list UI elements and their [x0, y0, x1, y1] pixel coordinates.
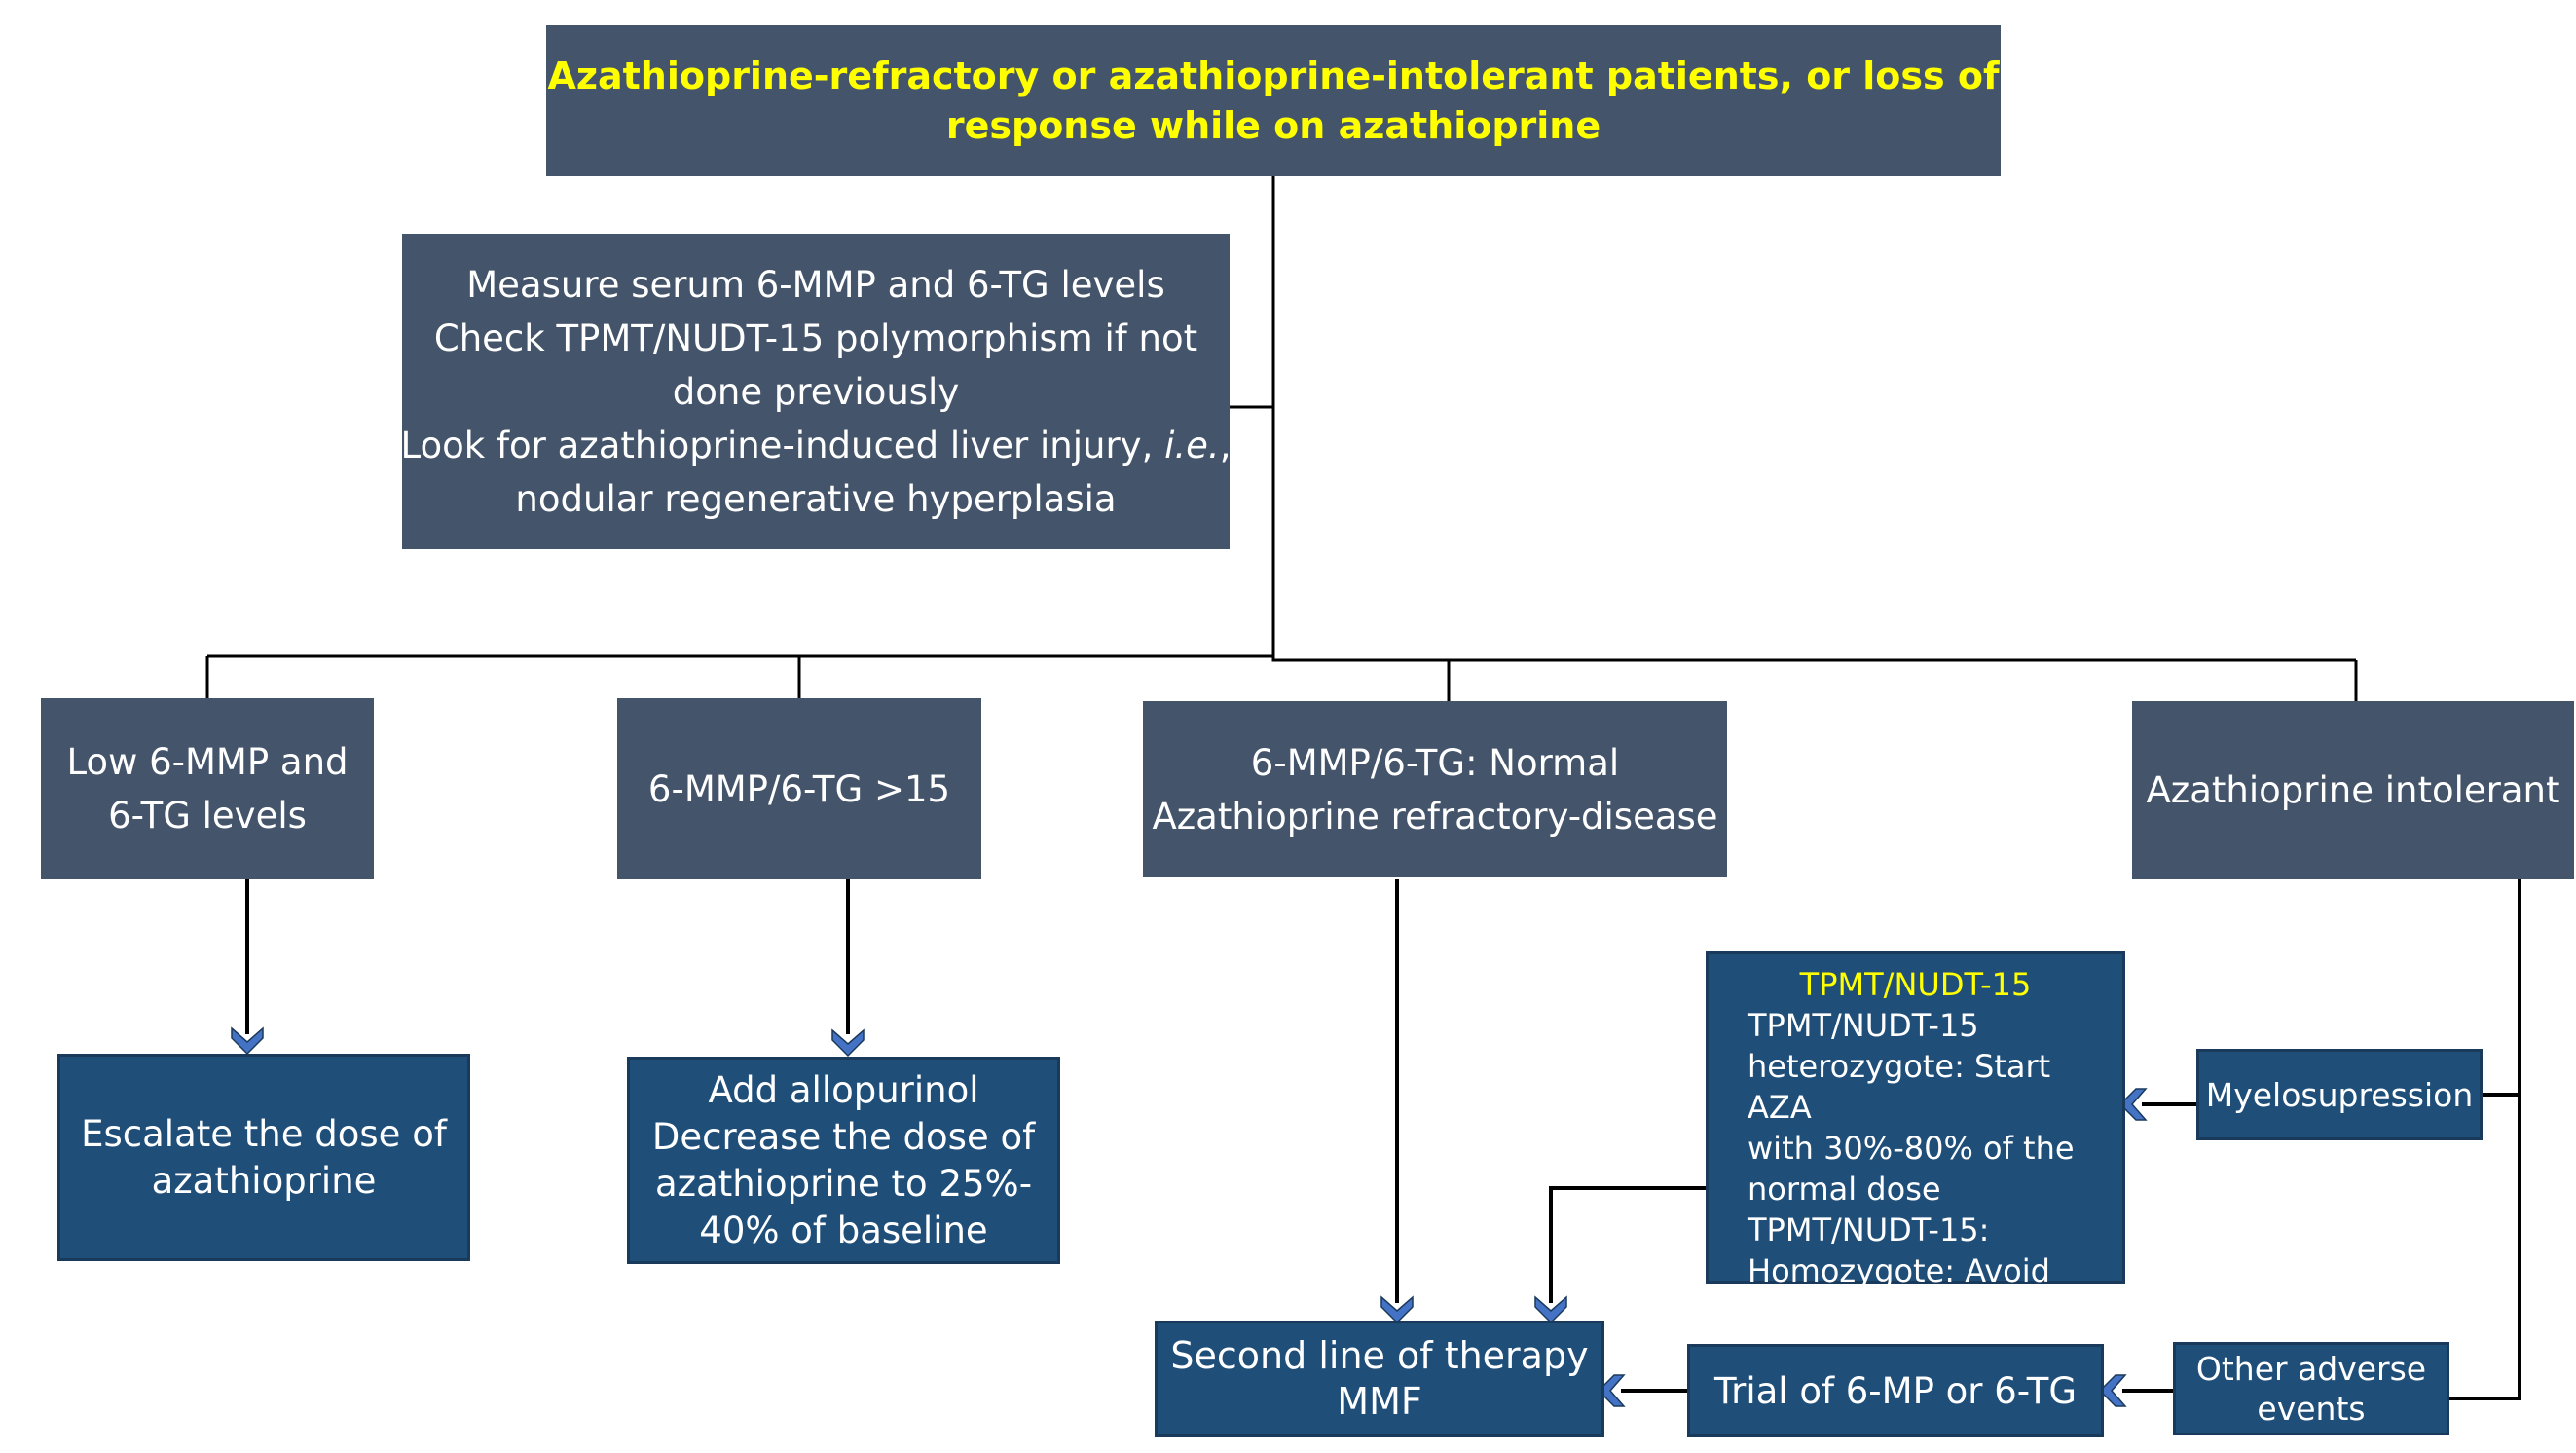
- arrowhead-escalate: [231, 1026, 264, 1056]
- title-line-1: Azathioprine-refractory or azathioprine-…: [547, 54, 2000, 97]
- title-box: Azathioprine-refractory or azathioprine-…: [546, 25, 2001, 176]
- second-line-box: Second line of therapy MMF: [1155, 1321, 1604, 1437]
- trial-label: Trial of 6-MP or 6-TG: [1713, 1369, 2078, 1412]
- other-adverse-box: Other adverse events: [2173, 1342, 2449, 1435]
- measure-line-4-text: Look for azathioprine-induced liver inju…: [400, 424, 1165, 466]
- intolerant-label: Azathioprine intolerant: [2146, 769, 2560, 811]
- tpmt-line-5: TPMT/NUDT-15:: [1748, 1211, 1990, 1248]
- title-line-2: response while on azathioprine: [945, 103, 1601, 147]
- tpmt-line-6: Homozygote: Avoid AZA: [1748, 1252, 2050, 1330]
- other-line-2: events: [2257, 1390, 2366, 1428]
- arrow-tpmt-to-second: [1549, 1186, 1706, 1303]
- normal-levels-box: 6-MMP/6-TG: Normal Azathioprine refracto…: [1143, 701, 1727, 877]
- arrowhead-tpmt: [2118, 1088, 2148, 1121]
- myelo-label: Myelosupression: [2205, 1075, 2474, 1114]
- tpmt-line-3: with 30%-80% of the: [1748, 1130, 2075, 1167]
- high-label: 6-MMP/6-TG >15: [647, 767, 951, 810]
- allopurinol-line-3: azathioprine to 25%-: [654, 1162, 1033, 1205]
- escalate-line-2: azathioprine: [151, 1159, 377, 1202]
- measure-line-1: Measure serum 6-MMP and 6-TG levels: [466, 263, 1165, 306]
- arrowhead-second-b: [1534, 1295, 1567, 1324]
- allopurinol-line-2: Decrease the dose of: [651, 1115, 1036, 1158]
- low-line-2: 6-TG levels: [108, 795, 307, 837]
- tpmt-line-2: heterozygote: Start AZA: [1748, 1048, 2051, 1126]
- escalate-line-1: Escalate the dose of: [81, 1112, 447, 1155]
- myelosuppression-box: Myelosupression: [2196, 1049, 2483, 1140]
- intolerant-box: Azathioprine intolerant: [2132, 701, 2574, 879]
- normal-line-2: Azathioprine refractory-disease: [1152, 795, 1718, 838]
- low-line-1: Low 6-MMP and: [66, 741, 349, 783]
- arrowhead-second-a: [1380, 1295, 1414, 1324]
- measure-ie: i.e.: [1164, 424, 1220, 466]
- other-line-1: Other adverse: [2195, 1350, 2427, 1388]
- escalate-dose-box: Escalate the dose of azathioprine: [57, 1054, 470, 1261]
- tpmt-title: TPMT/NUDT-15: [1799, 966, 2032, 1003]
- measure-line-3: done previously: [672, 370, 960, 413]
- arrowhead-trial: [2098, 1374, 2127, 1407]
- measure-box: Measure serum 6-MMP and 6-TG levels Chec…: [401, 234, 1232, 549]
- tpmt-line-1: TPMT/NUDT-15: [1748, 1007, 1979, 1044]
- trial-box: Trial of 6-MP or 6-TG: [1687, 1344, 2104, 1437]
- high-ratio-box: 6-MMP/6-TG >15: [617, 698, 981, 879]
- second-line-1: Second line of therapy: [1170, 1334, 1589, 1377]
- allopurinol-line-1: Add allopurinol: [708, 1068, 979, 1111]
- allopurinol-box: Add allopurinol Decrease the dose of aza…: [627, 1057, 1060, 1264]
- measure-line-5: nodular regenerative hyperplasia: [515, 477, 1117, 520]
- branch-bus: [207, 654, 2356, 662]
- tpmt-line-4: normal dose: [1748, 1171, 1941, 1208]
- allopurinol-line-4: 40% of baseline: [699, 1209, 988, 1251]
- arrowhead-allopurinol: [831, 1028, 865, 1058]
- measure-line-4: Look for azathioprine-induced liver inju…: [401, 419, 1232, 472]
- tpmt-box: TPMT/NUDT-15 TPMT/NUDT-15 heterozygote: …: [1706, 951, 2125, 1330]
- low-levels-box: Low 6-MMP and 6-TG levels: [41, 698, 374, 879]
- intolerant-side-line: [2449, 879, 2521, 1400]
- measure-ie-suffix: ,: [1219, 424, 1232, 466]
- measure-line-2: Check TPMT/NUDT-15 polymorphism if not: [433, 317, 1198, 359]
- second-line-2: MMF: [1337, 1380, 1422, 1423]
- normal-line-1: 6-MMP/6-TG: Normal: [1250, 741, 1620, 784]
